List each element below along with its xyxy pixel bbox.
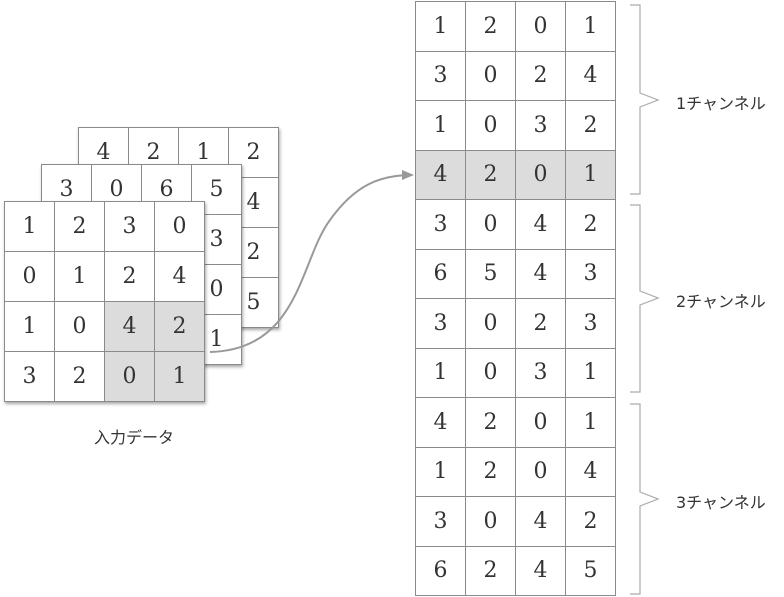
input-cell: 0 <box>105 352 155 402</box>
output-cell: 0 <box>516 447 566 497</box>
output-cell: 0 <box>466 497 516 547</box>
input-cell: 2 <box>55 352 105 402</box>
input-cell: 0 <box>192 265 242 315</box>
output-cell: 2 <box>516 51 566 101</box>
output-cell: 2 <box>566 497 616 547</box>
input-cell: 2 <box>229 228 279 278</box>
output-cell: 0 <box>466 51 516 101</box>
output-cell: 2 <box>516 299 566 349</box>
output-cell: 4 <box>566 447 616 497</box>
output-cell: 0 <box>516 2 566 52</box>
output-cell: 4 <box>416 150 466 200</box>
output-cell: 1 <box>416 101 466 151</box>
input-cell: 0 <box>5 252 55 302</box>
output-cell: 4 <box>516 497 566 547</box>
output-cell: 1 <box>566 150 616 200</box>
input-cell: 1 <box>5 302 55 352</box>
output-cell: 4 <box>516 546 566 596</box>
input-cell: 1 <box>5 202 55 252</box>
bracket-channel-1 <box>630 4 660 195</box>
output-cell: 0 <box>516 398 566 448</box>
input-cell: 2 <box>105 252 155 302</box>
output-cell: 0 <box>466 101 516 151</box>
input-cell: 4 <box>155 252 205 302</box>
input-cell: 0 <box>55 302 105 352</box>
output-cell: 4 <box>566 51 616 101</box>
input-cell: 4 <box>229 178 279 228</box>
output-cell: 2 <box>466 447 516 497</box>
output-cell: 0 <box>466 299 516 349</box>
output-cell: 3 <box>416 299 466 349</box>
input-cell: 0 <box>155 202 205 252</box>
output-cell: 4 <box>516 249 566 299</box>
output-cell: 0 <box>466 348 516 398</box>
output-cell: 3 <box>516 348 566 398</box>
output-cell: 3 <box>516 101 566 151</box>
input-cell: 1 <box>192 315 242 365</box>
output-cell: 6 <box>416 546 466 596</box>
input-cell: 3 <box>192 215 242 265</box>
output-cell: 2 <box>566 200 616 250</box>
input-cell: 3 <box>105 202 155 252</box>
output-cell: 3 <box>566 249 616 299</box>
output-cell: 1 <box>416 2 466 52</box>
output-cell: 2 <box>466 150 516 200</box>
output-cell: 1 <box>566 348 616 398</box>
output-cell: 3 <box>416 200 466 250</box>
input-cell: 5 <box>192 165 242 215</box>
output-cell: 2 <box>466 546 516 596</box>
output-cell: 4 <box>416 398 466 448</box>
output-cell: 2 <box>466 2 516 52</box>
channel-label-1: 1チャンネル <box>676 94 766 113</box>
output-cell: 1 <box>416 348 466 398</box>
output-cell: 0 <box>516 150 566 200</box>
input-cell: 1 <box>55 252 105 302</box>
input-cell: 2 <box>229 128 279 178</box>
input-cell: 2 <box>155 302 205 352</box>
output-cell: 2 <box>466 398 516 448</box>
output-cell: 0 <box>466 200 516 250</box>
bracket-channel-3 <box>630 403 660 595</box>
input-cell: 4 <box>105 302 155 352</box>
input-cell: 1 <box>155 352 205 402</box>
output-cell: 6 <box>416 249 466 299</box>
input-cell: 5 <box>229 278 279 328</box>
input-cell: 2 <box>55 202 105 252</box>
output-cell: 3 <box>416 497 466 547</box>
output-cell: 3 <box>416 51 466 101</box>
output-cell: 1 <box>416 447 466 497</box>
bracket-channel-2 <box>630 204 660 393</box>
output-cell: 5 <box>466 249 516 299</box>
output-cell: 4 <box>516 200 566 250</box>
channel-label-2: 2チャンネル <box>676 292 766 311</box>
output-cell: 1 <box>566 2 616 52</box>
input-cell: 3 <box>5 352 55 402</box>
channel-label-3: 3チャンネル <box>676 493 766 512</box>
output-cell: 5 <box>566 546 616 596</box>
output-cell: 3 <box>566 299 616 349</box>
output-cell: 2 <box>566 101 616 151</box>
output-cell: 1 <box>566 398 616 448</box>
input-data-label: 入力データ <box>94 428 175 447</box>
curved-arrow <box>209 170 414 353</box>
